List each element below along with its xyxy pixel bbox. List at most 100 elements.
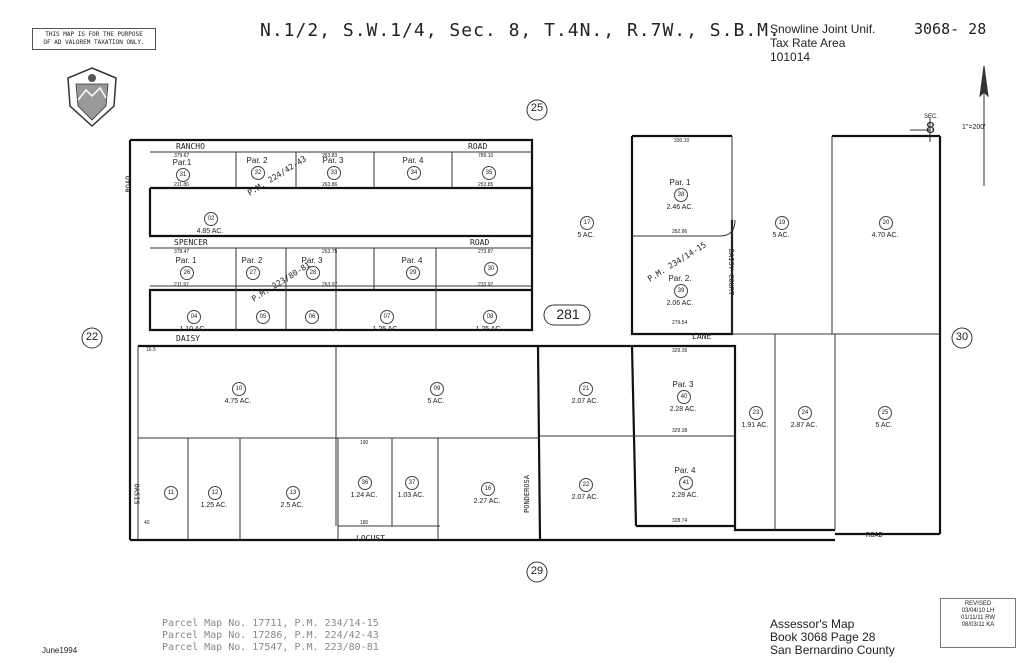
parcel-par-label: Par. 1	[669, 178, 691, 187]
school-district: Snowline Joint Unif.	[770, 22, 876, 36]
parcel-number: 40	[677, 390, 691, 404]
parcel-number: 27	[246, 266, 260, 280]
street-daisy: DAISY	[176, 334, 201, 343]
dim-label: 789.10	[478, 153, 494, 159]
north-arrow-icon	[979, 65, 989, 186]
street-road-1: ROAD	[468, 142, 488, 151]
parcel-acreage: 1.10 AC.	[179, 326, 207, 333]
dim-label: 263.86	[322, 182, 338, 188]
parcel-par-label: Par. 4	[674, 466, 696, 475]
parcel-number: 11	[164, 486, 178, 500]
parcel-number: 23	[749, 406, 763, 420]
dim-label: 329.38	[672, 428, 688, 434]
street-road-left: ROAD	[124, 175, 133, 193]
section-label-25: 25	[530, 102, 544, 114]
street-lane: LANE	[692, 332, 712, 341]
parcel-number: 05	[256, 310, 270, 324]
parcel-acreage: 2.46 AC.	[666, 204, 694, 211]
parcel-acreage: 4.85 AC.	[196, 228, 224, 235]
parcel-number: 08	[483, 310, 497, 324]
map-title: N.1/2, S.W.1/4, Sec. 8, T.4N., R.7W., S.…	[260, 20, 781, 41]
parcel-acreage: 1.25 AC.	[200, 502, 228, 509]
section-label: SEC.	[924, 114, 939, 120]
parcel-acreage: 5 AC.	[875, 422, 893, 429]
county-seal-icon	[67, 67, 117, 128]
map-big-number: 281	[556, 306, 580, 322]
dim-label: 330.10	[674, 138, 690, 144]
parcel-acreage: 2.28 AC.	[671, 492, 699, 499]
dim-label: 40	[144, 520, 150, 526]
notice-line-1: THIS MAP IS FOR THE PURPOSE	[45, 31, 143, 38]
assessor-book: Book 3068 Page 28	[770, 630, 876, 644]
parcel-number: 10	[232, 382, 246, 396]
dim-label: 279.54	[672, 320, 688, 326]
tax-rate-area-label: Tax Rate Area	[770, 36, 846, 50]
parcel-number: 04	[187, 310, 201, 324]
parcel-par-label: Par. 3	[672, 380, 694, 389]
parcel-number: 12	[208, 486, 222, 500]
revised-entry: 01/11/11 RW	[960, 615, 996, 621]
section-number: 8	[926, 120, 935, 137]
parcel-map-line: Parcel Map No. 17547, P.M. 223/80-81	[162, 642, 379, 653]
parcel-acreage: 2.06 AC.	[666, 300, 694, 307]
parcel-number: 31	[176, 168, 190, 182]
parcel-number: 20	[879, 216, 893, 230]
parcel-acreage: 5 AC.	[772, 232, 790, 239]
parcel-number: 25	[878, 406, 892, 420]
parcel-number: 26	[180, 266, 194, 280]
parcel-number: 13	[286, 486, 300, 500]
parcel-acreage: 2.87 AC.	[790, 422, 818, 429]
assessor-block: Assessor's Map Book 3068 Page 28 San Ber…	[770, 618, 895, 657]
parcel-par-label: Par. 1	[175, 256, 197, 265]
parcel-acreage: 5 AC.	[577, 232, 595, 239]
book-page-number: 3068- 28	[914, 20, 987, 38]
street-ponderosa: PONDEROSA	[522, 475, 531, 513]
parcel-number: 28	[306, 266, 320, 280]
parcel-number: 02	[204, 212, 218, 226]
parcel-par-label: Par.1	[172, 158, 192, 167]
parcel-number: 17	[580, 216, 594, 230]
parcel-number: 35	[482, 166, 496, 180]
dim-label: 263.97	[322, 282, 338, 288]
taxation-notice: THIS MAP IS FOR THE PURPOSE OF AD VALORE…	[32, 28, 156, 50]
dim-label: 211.86	[174, 182, 189, 188]
parcel-acreage: 2.27 AC.	[473, 498, 501, 505]
parcel-number: 22	[579, 478, 593, 492]
parcel-acreage: 1.03 AC.	[397, 492, 425, 499]
parcel-par-label: Par. 4	[401, 256, 423, 265]
dim-label: 378.47	[174, 249, 190, 255]
section-label-30: 30	[955, 331, 969, 343]
parcel-number: 21	[579, 382, 593, 396]
dim-label: 263.83	[322, 153, 338, 159]
scale-label: 1"=200'	[962, 124, 986, 131]
parcel-par-label: Par. 2.	[668, 274, 692, 283]
street-oasis: OASIS	[132, 483, 141, 505]
parcel-acreage: 2.5 AC.	[280, 502, 304, 509]
dim-label: 263.75	[322, 249, 338, 255]
parcel-acreage: 1.25 AC.	[475, 326, 503, 333]
parcel-number: 07	[380, 310, 394, 324]
dim-label: 190	[360, 440, 369, 446]
parcel-number: 16	[481, 482, 495, 496]
section-label-29: 29	[530, 565, 544, 577]
street-road-3: ROAD	[866, 531, 883, 539]
parcel-02-block	[148, 186, 534, 238]
parcel-acreage: 2.07 AC.	[571, 398, 599, 405]
tax-rate-area-block: Snowline Joint Unif. Tax Rate Area 10101…	[770, 22, 875, 64]
parcel-map-line: Parcel Map No. 17286, P.M. 224/42-43	[162, 630, 379, 641]
parcel-number: 29	[406, 266, 420, 280]
notice-line-2: OF AD VALOREM TAXATION ONLY.	[43, 39, 145, 46]
parcel-par-label: Par. 2	[246, 156, 268, 165]
rancho-spencer-block	[130, 138, 534, 332]
parcel-number: 24	[798, 406, 812, 420]
parcel-number: 33	[327, 166, 341, 180]
parcel-par-label: Par. 3	[322, 156, 344, 165]
parcel-map-line: Parcel Map No. 17711, P.M. 234/14-15	[162, 618, 379, 629]
revised-title: REVISED	[964, 601, 992, 607]
map-date: June1994	[42, 646, 78, 655]
dim-label: 16.5	[146, 347, 156, 353]
dim-label: 211.97	[174, 282, 189, 288]
parcel-acreage: 2.07 AC.	[571, 494, 599, 501]
parcel-par-label: Par. 4	[402, 156, 424, 165]
parcel-acreage: 1.24 AC.	[350, 492, 378, 499]
